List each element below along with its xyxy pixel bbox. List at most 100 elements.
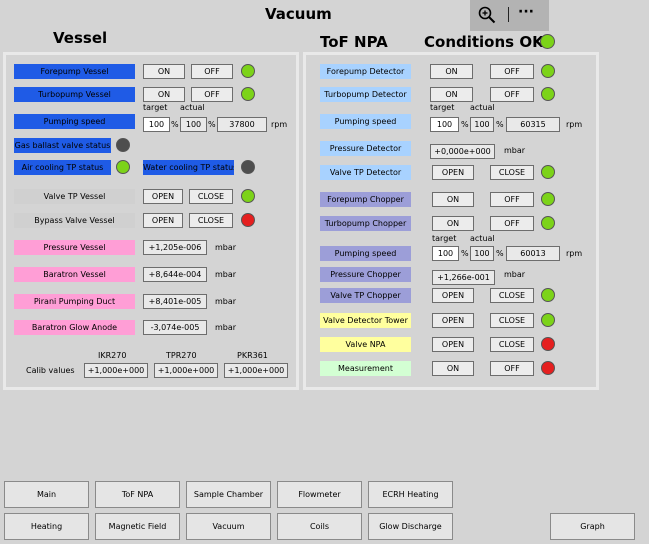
calib-value-tpr270[interactable]: +1,000e+000 <box>154 363 218 378</box>
nav-main-button[interactable]: Main <box>4 481 89 508</box>
vessel-actual-percent: % <box>208 120 216 129</box>
valve-tp-vessel-open-button[interactable]: OPEN <box>143 189 183 204</box>
vessel-target-speed-input[interactable]: 100 <box>143 117 170 132</box>
pressure-vessel-value: +1,205e-006 <box>143 240 207 255</box>
valve-tp-vessel-close-button[interactable]: CLOSE <box>189 189 233 204</box>
turbopump-vessel-off-button[interactable]: OFF <box>191 87 233 102</box>
calib-name-pkr361: PKR361 <box>237 351 268 360</box>
water-cooling-indicator <box>241 160 255 174</box>
detector-pumping-speed-label: Pumping speed <box>320 114 411 129</box>
detector-actual-percent: % <box>496 120 504 129</box>
baratron-vessel-value: +8,644e-004 <box>143 267 207 282</box>
bypass-valve-close-button[interactable]: CLOSE <box>189 213 233 228</box>
turbopump-chopper-indicator <box>541 216 555 230</box>
measurement-off-button[interactable]: OFF <box>490 361 534 376</box>
calib-value-pkr361[interactable]: +1,000e+000 <box>224 363 288 378</box>
pressure-chopper-label: Pressure Chopper <box>320 267 411 282</box>
valve-tp-vessel-label: Valve TP Vessel <box>14 189 135 204</box>
valve-detector-tower-label: Valve Detector Tower <box>320 313 411 328</box>
vessel-rpm-unit: rpm <box>271 120 288 129</box>
page-title: Vacuum <box>265 5 332 23</box>
bypass-valve-open-button[interactable]: OPEN <box>143 213 183 228</box>
vessel-target-caption: target <box>143 103 168 112</box>
pressure-vessel-unit: mbar <box>215 243 237 252</box>
turbopump-detector-on-button[interactable]: ON <box>430 87 473 102</box>
valve-npa-open-button[interactable]: OPEN <box>432 337 474 352</box>
baratron-vessel-unit: mbar <box>215 270 237 279</box>
chopper-rpm-unit: rpm <box>566 249 583 258</box>
detector-rpm-unit: rpm <box>566 120 583 129</box>
valve-npa-close-button[interactable]: CLOSE <box>490 337 534 352</box>
pressure-chopper-unit: mbar <box>504 270 526 279</box>
pirani-value: +8,401e-005 <box>143 294 207 309</box>
forepump-vessel-on-button[interactable]: ON <box>143 64 185 79</box>
forepump-chopper-off-button[interactable]: OFF <box>490 192 534 207</box>
nav-tof-npa-button[interactable]: ToF NPA <box>95 481 180 508</box>
valve-detector-tower-open-button[interactable]: OPEN <box>432 313 474 328</box>
vessel-actual-caption: actual <box>180 103 205 112</box>
valve-npa-indicator <box>541 337 555 351</box>
nav-sample-chamber-button[interactable]: Sample Chamber <box>186 481 271 508</box>
chopper-target-caption: target <box>432 234 457 243</box>
turbopump-detector-label: Turbopump Detector <box>320 87 411 102</box>
air-cooling-label: Air cooling TP status <box>14 160 111 175</box>
baratron-vessel-label: Baratron Vessel <box>14 267 135 282</box>
valve-tp-chopper-close-button[interactable]: CLOSE <box>490 288 534 303</box>
calib-name-ikr270: IKR270 <box>98 351 127 360</box>
forepump-detector-off-button[interactable]: OFF <box>490 64 534 79</box>
nav-magnetic-field-button[interactable]: Magnetic Field <box>95 513 180 540</box>
detector-actual-caption: actual <box>470 103 495 112</box>
nav-heating-button[interactable]: Heating <box>4 513 89 540</box>
zoom-icon[interactable] <box>478 6 496 24</box>
forepump-vessel-off-button[interactable]: OFF <box>191 64 233 79</box>
forepump-detector-on-button[interactable]: ON <box>430 64 473 79</box>
chopper-actual-percent: % <box>496 249 504 258</box>
nav-glow-discharge-button[interactable]: Glow Discharge <box>368 513 453 540</box>
calib-value-ikr270[interactable]: +1,000e+000 <box>84 363 148 378</box>
bypass-valve-label: Bypass Valve Vessel <box>14 213 135 228</box>
chopper-rpm-value: 60013 <box>506 246 560 261</box>
measurement-indicator <box>541 361 555 375</box>
tof-title: ToF NPA <box>320 33 388 51</box>
calib-values-label: Calib values <box>26 366 75 375</box>
forepump-chopper-label: Forepump Chopper <box>320 192 411 207</box>
measurement-on-button[interactable]: ON <box>432 361 474 376</box>
valve-tp-detector-close-button[interactable]: CLOSE <box>490 165 534 180</box>
pressure-vessel-label: Pressure Vessel <box>14 240 135 255</box>
more-menu-icon[interactable]: ··· <box>518 4 534 20</box>
valve-tp-chopper-label: Valve TP Chopper <box>320 288 411 303</box>
valve-tp-detector-open-button[interactable]: OPEN <box>432 165 474 180</box>
forepump-chopper-on-button[interactable]: ON <box>432 192 474 207</box>
vessel-title: Vessel <box>53 29 108 47</box>
forepump-vessel-indicator <box>241 64 255 78</box>
chopper-actual-speed-value: 100 <box>470 246 494 261</box>
nav-ecrh-heating-button[interactable]: ECRH Heating <box>368 481 453 508</box>
turbopump-vessel-on-button[interactable]: ON <box>143 87 185 102</box>
measurement-label: Measurement <box>320 361 411 376</box>
forepump-detector-label: Forepump Detector <box>320 64 411 79</box>
gas-ballast-label: Gas ballast valve status <box>14 138 111 153</box>
bypass-valve-indicator <box>241 213 255 227</box>
forepump-vessel-label: Forepump Vessel <box>14 64 135 79</box>
vessel-rpm-value: 37800 <box>217 117 267 132</box>
valve-detector-tower-indicator <box>541 313 555 327</box>
vessel-pumping-speed-label: Pumping speed <box>14 114 135 129</box>
turbopump-chopper-off-button[interactable]: OFF <box>490 216 534 231</box>
nav-flowmeter-button[interactable]: Flowmeter <box>277 481 362 508</box>
nav-coils-button[interactable]: Coils <box>277 513 362 540</box>
valve-npa-label: Valve NPA <box>320 337 411 352</box>
turbopump-chopper-on-button[interactable]: ON <box>432 216 474 231</box>
valve-tp-chopper-open-button[interactable]: OPEN <box>432 288 474 303</box>
chopper-target-speed-input[interactable]: 100 <box>432 246 459 261</box>
pirani-label: Pirani Pumping Duct <box>14 294 135 309</box>
detector-rpm-value: 60315 <box>506 117 560 132</box>
detector-target-speed-input[interactable]: 100 <box>430 117 459 132</box>
turbopump-detector-indicator <box>541 87 555 101</box>
turbopump-detector-off-button[interactable]: OFF <box>490 87 534 102</box>
pressure-detector-unit: mbar <box>504 146 526 155</box>
nav-vacuum-button[interactable]: Vacuum <box>186 513 271 540</box>
valve-tp-vessel-indicator <box>241 189 255 203</box>
graph-button[interactable]: Graph <box>550 513 635 540</box>
valve-detector-tower-close-button[interactable]: CLOSE <box>490 313 534 328</box>
conditions-status-text: Conditions OK <box>424 33 544 51</box>
